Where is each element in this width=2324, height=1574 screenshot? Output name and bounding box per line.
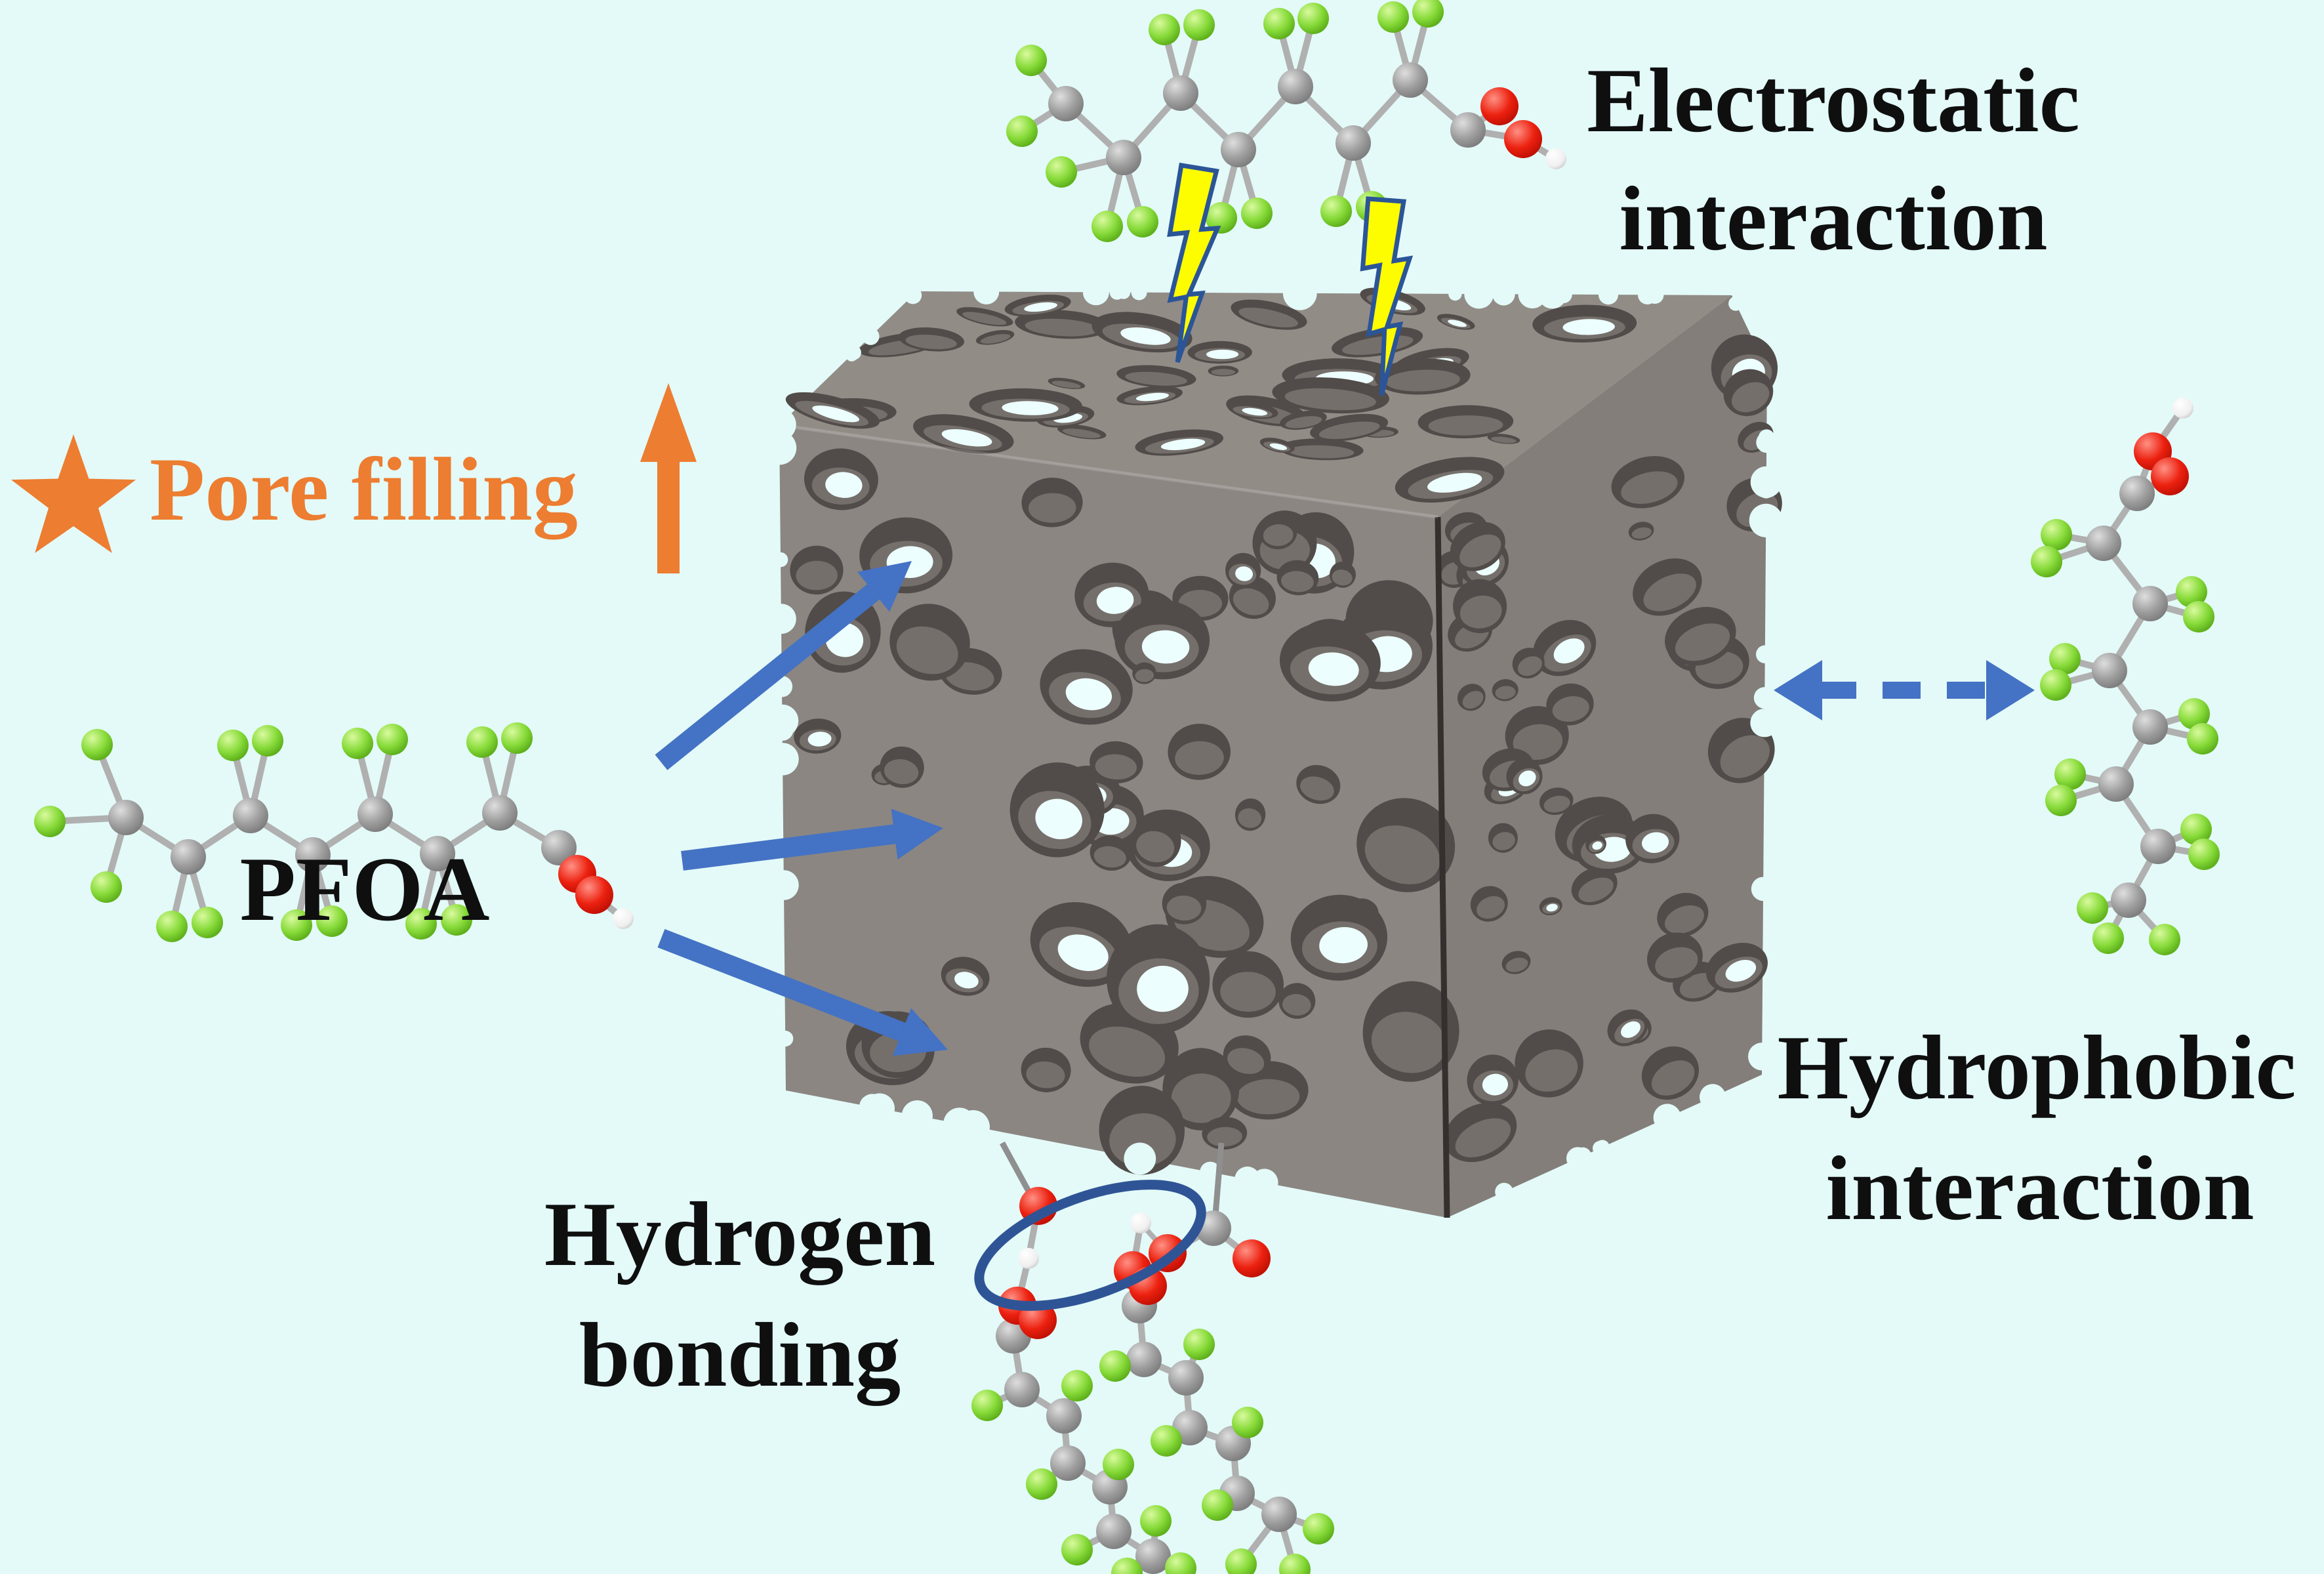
porous-adsorbent-cube — [762, 276, 1783, 1218]
label-hydrophobic-line1: Hydrophobic — [1778, 1017, 2296, 1119]
pfoa-molecule-right — [2031, 398, 2220, 955]
label-hydrogen-line2: bonding — [579, 1304, 901, 1406]
pfoa-molecule-left — [34, 722, 634, 942]
up-arrow-icon — [640, 383, 697, 573]
cube-right-pores — [1435, 334, 1782, 1163]
label-electrostatic-line1: Electrostatic — [1587, 50, 2080, 152]
star-icon — [10, 434, 136, 553]
dashed-double-arrow-icon — [1774, 660, 2035, 720]
cube-top-front-fold — [779, 423, 1438, 519]
pfoa-molecule-bottom-right — [1099, 1212, 1334, 1574]
label-pore-filling: Pore filling — [150, 439, 578, 539]
cube-edge-notches — [762, 276, 1783, 1201]
label-electrostatic-line2: interaction — [1619, 168, 2047, 270]
blue-arrow-icon — [655, 561, 948, 1056]
cube-front-pores — [790, 448, 1459, 1175]
label-pfoa: PFOA — [239, 839, 489, 940]
lightning-bolt-icon — [1167, 162, 1414, 396]
ellipse-marker-icon — [974, 1180, 1206, 1311]
cube-edge — [1435, 516, 1450, 1218]
cube-top-pores — [785, 287, 1637, 503]
label-hydrophobic-line2: interaction — [1825, 1138, 2254, 1239]
label-hydrogen-line1: Hydrogen — [544, 1184, 935, 1285]
